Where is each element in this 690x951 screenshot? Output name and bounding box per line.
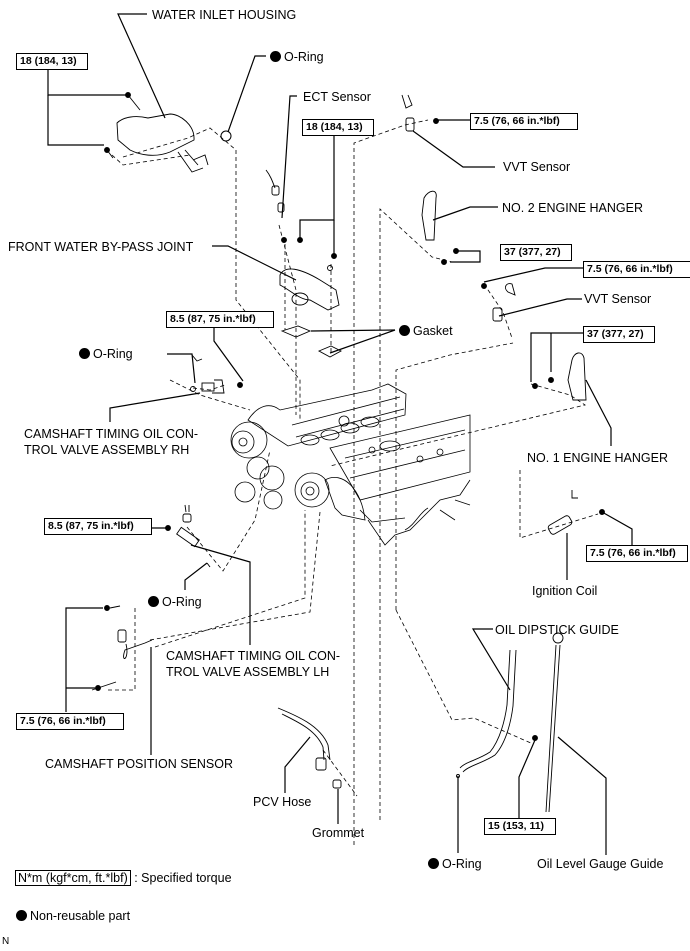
- torque-cam-ocv-lh: 8.5 (87, 75 in.*lbf): [44, 518, 152, 535]
- dashed-alignment-lines: [105, 119, 599, 845]
- vvt-sensor-1-part: [401, 94, 439, 132]
- torque-ignition-coil: 7.5 (76, 66 in.*lbf): [586, 545, 688, 562]
- cam-ocv-rh-line1: CAMSHAFT TIMING OIL CON-: [24, 427, 199, 441]
- torque-no1-engine-hanger: 37 (377, 27): [583, 326, 655, 343]
- non-reusable-icon: [79, 348, 90, 359]
- oring-top-text: O-Ring: [284, 50, 324, 64]
- label-ignition-coil: Ignition Coil: [532, 584, 598, 598]
- oring-lh-text: O-Ring: [162, 595, 202, 609]
- legend-torque: N*m (kgf*cm, ft.*lbf) : Specified torque: [15, 870, 232, 886]
- camshaft-position-sensor-part: [91, 605, 153, 691]
- non-reusable-icon: [399, 325, 410, 336]
- non-reusable-icon: [148, 596, 159, 607]
- ect-sensor-part: [265, 169, 285, 213]
- label-oring-bottom: O-Ring: [428, 857, 482, 871]
- label-grommet: Grommet: [312, 826, 365, 840]
- ignition-coil-part: [547, 490, 605, 535]
- torque-oil-dipstick-guide: 15 (153, 11): [484, 818, 556, 835]
- figure-code: N: [2, 936, 10, 947]
- label-no2-engine-hanger: NO. 2 ENGINE HANGER: [502, 201, 643, 215]
- label-oring-lh: O-Ring: [148, 595, 202, 609]
- torque-water-inlet-housing: 18 (184, 13): [16, 53, 88, 70]
- label-front-water-bypass-joint: FRONT WATER BY-PASS JOINT: [8, 240, 194, 254]
- cam-ocv-rh-line2: TROL VALVE ASSEMBLY RH: [24, 443, 190, 457]
- oring-bottom-text: O-Ring: [442, 857, 482, 871]
- oring-top-part: [220, 130, 232, 142]
- torque-vvt-sensor-1: 7.5 (76, 66 in.*lbf): [470, 113, 578, 130]
- vvt-sensor-2-part: [481, 283, 516, 322]
- no2-engine-hanger-part: [421, 190, 459, 265]
- water-inlet-housing-part: [104, 92, 209, 173]
- gasket-text: Gasket: [413, 324, 453, 338]
- oil-dipstick-guide-part: [456, 649, 538, 778]
- cam-ocv-lh-line1: CAMSHAFT TIMING OIL CON-: [166, 649, 341, 663]
- oil-level-gauge-part: [545, 632, 564, 813]
- label-oil-dipstick-guide: OIL DIPSTICK GUIDE: [495, 623, 619, 637]
- label-cam-ocv-rh: CAMSHAFT TIMING OIL CON- TROL VALVE ASSE…: [24, 426, 198, 458]
- label-vvt-sensor-1: VVT Sensor: [503, 160, 571, 174]
- legend-non-reusable: Non-reusable part: [16, 909, 130, 923]
- torque-cam-position-sensor: 7.5 (76, 66 in.*lbf): [16, 713, 124, 730]
- label-cam-ocv-lh: CAMSHAFT TIMING OIL CON- TROL VALVE ASSE…: [166, 648, 340, 680]
- label-vvt-sensor-2: VVT Sensor: [584, 292, 652, 306]
- oring-rh-text: O-Ring: [93, 347, 133, 361]
- legend-torque-unit-box: N*m (kgf*cm, ft.*lbf): [15, 870, 131, 886]
- cam-ocv-lh-line2: TROL VALVE ASSEMBLY LH: [166, 665, 330, 679]
- leader-lines: [47, 13, 633, 855]
- front-water-bypass-joint-part: [279, 237, 340, 311]
- cam-ocv-rh-part: [190, 354, 243, 394]
- torque-cam-ocv-rh: 8.5 (87, 75 in.*lbf): [166, 311, 274, 328]
- legend-torque-desc: : Specified torque: [134, 871, 232, 885]
- legend-non-reusable-text: Non-reusable part: [30, 909, 131, 923]
- non-reusable-icon: [428, 858, 439, 869]
- label-camshaft-position-sensor: CAMSHAFT POSITION SENSOR: [45, 757, 233, 771]
- label-no1-engine-hanger: NO. 1 ENGINE HANGER: [527, 451, 668, 465]
- label-oil-level-gauge-guide: Oil Level Gauge Guide: [537, 857, 664, 871]
- non-reusable-icon: [270, 51, 281, 62]
- label-oring-top: O-Ring: [270, 50, 324, 64]
- torque-no2-engine-hanger: 37 (377, 27): [500, 244, 572, 261]
- pcv-hose-part: [277, 707, 342, 789]
- engine-block: [230, 383, 471, 546]
- label-oring-rh: O-Ring: [79, 347, 133, 361]
- torque-vvt-sensor-2: 7.5 (76, 66 in.*lbf): [583, 261, 690, 278]
- cam-ocv-lh-part: [165, 504, 211, 568]
- gasket-parts: [280, 325, 342, 358]
- no1-engine-hanger-part: [532, 352, 587, 401]
- label-gasket: Gasket: [399, 324, 453, 338]
- label-pcv-hose: PCV Hose: [253, 795, 312, 809]
- non-reusable-icon: [16, 910, 27, 921]
- label-ect-sensor: ECT Sensor: [303, 90, 371, 104]
- torque-bypass-joint: 18 (184, 13): [302, 119, 374, 136]
- label-water-inlet-housing: WATER INLET HOUSING: [152, 8, 297, 22]
